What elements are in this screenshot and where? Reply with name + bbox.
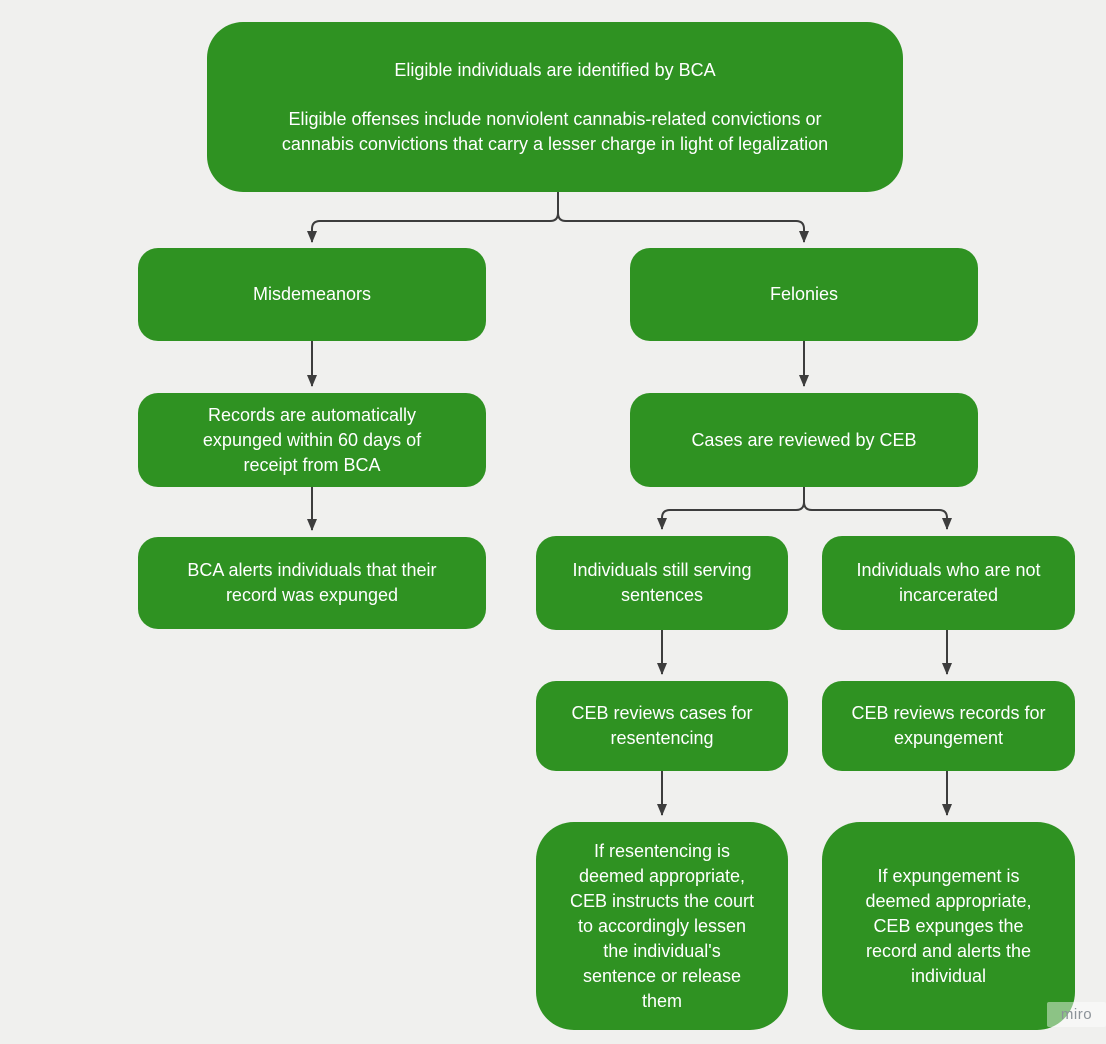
node-label-line: cannabis convictions that carry a lesser… <box>281 133 829 154</box>
node-label-line: Eligible offenses include nonviolent can… <box>288 108 822 129</box>
node-records-auto-expunged[interactable]: Records are automatically expunged withi… <box>138 393 486 487</box>
node-label-line: resentencing <box>610 728 714 748</box>
node-cases-reviewed-by-ceb[interactable]: Cases are reviewed by CEB <box>630 393 978 487</box>
node-label-line: CEB reviews records for <box>851 703 1046 723</box>
node-label-line: Records are automatically <box>207 404 417 425</box>
node-label-line: CEB instructs the court <box>569 890 755 911</box>
node-label-line: Cases are reviewed by CEB <box>691 429 917 450</box>
node-label-line: Eligible individuals are identified by B… <box>394 59 716 80</box>
node-label-line: deemed appropriate, <box>865 890 1032 911</box>
node-label-line: the individual's <box>603 940 721 961</box>
node-eligibility-root[interactable]: Eligible individuals are identified by B… <box>207 22 903 192</box>
node-label-line: expunged within 60 days of <box>202 429 422 450</box>
node-ceb-reviews-records-expungement[interactable]: CEB reviews records for expungement <box>822 681 1075 771</box>
node-label-line: Individuals still serving <box>572 560 752 580</box>
node-label-line: sentences <box>620 585 704 605</box>
miro-watermark-label: miro <box>1060 1006 1093 1023</box>
node-label-line: receipt from BCA <box>243 454 381 475</box>
node-label-line: record and alerts the <box>865 940 1032 961</box>
node-label-line: If resentencing is <box>593 840 731 861</box>
node-individuals-serving-sentences[interactable]: Individuals still serving sentences <box>536 536 788 630</box>
node-individuals-not-incarcerated[interactable]: Individuals who are not incarcerated <box>822 536 1075 630</box>
node-label-line: to accordingly lessen <box>577 915 747 936</box>
node-label-line: BCA alerts individuals that their <box>187 560 437 580</box>
node-bca-alerts-individuals[interactable]: BCA alerts individuals that their record… <box>138 537 486 629</box>
node-label-line: expungement <box>893 728 1004 748</box>
node-label-line: deemed appropriate, <box>578 865 746 886</box>
node-expungement-outcome[interactable]: If expungement is deemed appropriate, CE… <box>822 822 1075 1030</box>
node-label-line: CEB reviews cases for <box>571 703 753 723</box>
connector-cases-not-incarcerated[interactable] <box>803 487 952 530</box>
node-label-line: incarcerated <box>898 585 999 605</box>
node-misdemeanors[interactable]: Misdemeanors <box>138 248 486 341</box>
node-label-line: record was expunged <box>225 585 399 605</box>
node-label-line: CEB expunges the <box>873 915 1024 936</box>
node-label-line: individual <box>910 965 987 986</box>
connector-root-felonies[interactable] <box>557 192 809 243</box>
node-label-line: them <box>641 990 683 1011</box>
node-resentencing-outcome[interactable]: If resentencing is deemed appropriate, C… <box>536 822 788 1030</box>
miro-watermark: miro <box>1047 1002 1106 1027</box>
connector-root-misdemeanors[interactable] <box>307 192 559 243</box>
node-label-line: Misdemeanors <box>252 284 372 304</box>
connector-cases-serving[interactable] <box>657 487 805 530</box>
node-label-line: Felonies <box>769 284 839 304</box>
node-ceb-reviews-cases-resentencing[interactable]: CEB reviews cases for resentencing <box>536 681 788 771</box>
node-label-line: sentence or release <box>582 965 742 986</box>
node-label-line: Individuals who are not <box>856 560 1041 580</box>
node-label-line: If expungement is <box>877 865 1020 886</box>
node-felonies[interactable]: Felonies <box>630 248 978 341</box>
